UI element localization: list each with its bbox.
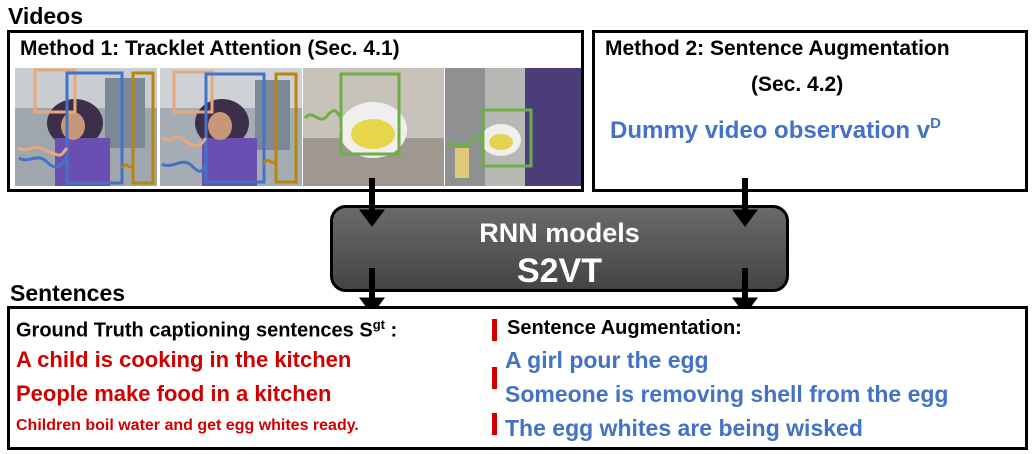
aug-sentence-1: A girl pour the egg xyxy=(505,347,709,373)
method2-title-line1: Method 2: Sentence Augmentation xyxy=(605,37,950,60)
ground-truth-heading-text: Ground Truth captioning sentences S xyxy=(16,319,373,342)
gt-sentence-2: People make food in a kitchen xyxy=(16,381,332,406)
arrow-head-method2-to-rnn xyxy=(732,209,758,227)
dummy-observation-text: Dummy video observation vD xyxy=(610,115,941,145)
dummy-observation-sup: D xyxy=(930,115,941,132)
aug-sentence-2: Someone is removing shell from the egg xyxy=(505,381,949,407)
arrow-head-method1-to-rnn xyxy=(359,209,385,227)
video-frame-3 xyxy=(303,68,444,186)
method2-title-line2: (Sec. 4.2) xyxy=(751,73,844,96)
aug-sentence-3: The egg whites are being wisked xyxy=(505,415,863,441)
video-frame-1 xyxy=(15,68,157,186)
ground-truth-heading: Ground Truth captioning sentences Sgt : xyxy=(16,317,397,343)
video-frame-4 xyxy=(445,68,581,186)
ground-truth-heading-tail: : xyxy=(384,319,398,342)
method2-box: Method 2: Sentence Augmentation (Sec. 4.… xyxy=(592,30,1028,192)
divider-mark-2 xyxy=(492,367,497,389)
divider-mark-3 xyxy=(492,413,497,435)
sentences-box: Ground Truth captioning sentences Sgt : … xyxy=(7,306,1028,450)
rnn-model-box: RNN models S2VT xyxy=(330,205,789,292)
gt-sentence-3: Children boil water and get egg whites r… xyxy=(16,417,359,434)
sentences-label: Sentences xyxy=(10,280,126,306)
s2vt-label: S2VT xyxy=(516,252,603,290)
rnn-models-label: RNN models xyxy=(479,218,640,248)
method1-box: Method 1: Tracklet Attention (Sec. 4.1) xyxy=(7,30,584,192)
augmentation-heading: Sentence Augmentation: xyxy=(507,317,742,339)
method1-title: Method 1: Tracklet Attention (Sec. 4.1) xyxy=(20,37,400,60)
gt-sentence-1: A child is cooking in the kitchen xyxy=(16,347,352,372)
video-frame-2 xyxy=(160,68,302,186)
divider-mark-1 xyxy=(492,319,497,341)
videos-label: Videos xyxy=(8,3,83,29)
ground-truth-heading-sup: gt xyxy=(372,317,385,332)
dummy-observation-label: Dummy video observation v xyxy=(610,117,931,144)
